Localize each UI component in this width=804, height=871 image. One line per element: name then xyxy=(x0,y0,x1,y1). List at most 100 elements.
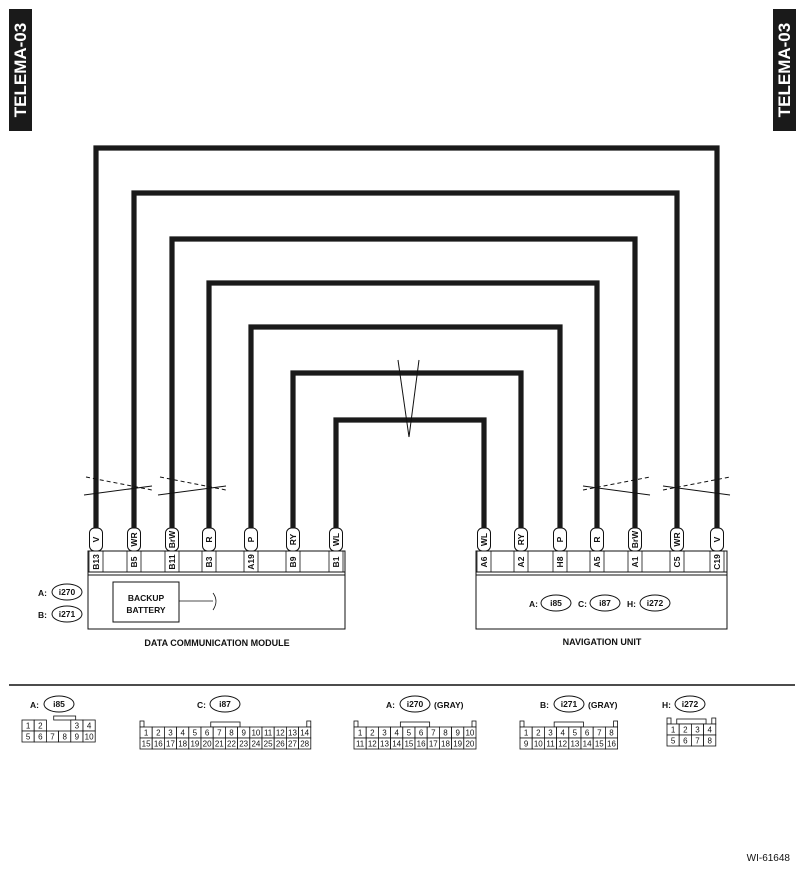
connector-pin-cell: 14 xyxy=(392,740,401,749)
connector-view-letter: H: xyxy=(662,700,671,710)
wire-color-text: WL xyxy=(479,533,489,546)
backup-battery-line1: BACKUP xyxy=(128,593,165,603)
connector-pin-cell: 11 xyxy=(356,740,365,749)
connector-pin-cell: 5 xyxy=(573,729,578,738)
connector-pin-cell: 6 xyxy=(205,729,210,738)
connector-pin-cell: 4 xyxy=(87,722,92,731)
connector-pin-cell: 3 xyxy=(695,726,700,735)
connector-pin-cell: 2 xyxy=(683,726,688,735)
connector-pin-cell: 13 xyxy=(570,740,579,749)
right-connector-letter: H: xyxy=(627,599,636,609)
connector-pin-cell: 6 xyxy=(585,729,590,738)
pin-label: C5 xyxy=(669,551,685,572)
connector-pin-cell: 17 xyxy=(429,740,438,749)
connector-view-letter: C: xyxy=(197,700,206,710)
connector-pin-cell: 7 xyxy=(695,737,700,746)
right-module-title: NAVIGATION UNIT xyxy=(563,637,642,647)
pin-number-text: A19 xyxy=(246,554,256,570)
connector-pin-cell: 8 xyxy=(229,729,234,738)
connector-pin-cell: 12 xyxy=(368,740,377,749)
pin-label: H8 xyxy=(552,551,568,572)
connector-pin-cell: 20 xyxy=(465,740,474,749)
connector-pin-cell: 8 xyxy=(707,737,712,746)
pin-label: B5 xyxy=(126,551,142,572)
connector-pin-cell: 4 xyxy=(394,729,399,738)
connector-view-id: i85 xyxy=(53,699,65,709)
page-code-right: TELEMA-03 xyxy=(775,23,794,117)
left-connector-letter: A: xyxy=(38,588,47,598)
connector-view-letter: A: xyxy=(30,700,39,710)
connector-pin-cell: 22 xyxy=(227,740,236,749)
right-connector-letter: C: xyxy=(578,599,587,609)
connector-pin-cell: 23 xyxy=(239,740,248,749)
wire-color-label: P xyxy=(553,527,567,552)
connector-pin-cell: 25 xyxy=(264,740,273,749)
connector-pin-cell: 28 xyxy=(300,740,309,749)
connector-pin-cell: 11 xyxy=(546,740,555,749)
wire-color-label: WR xyxy=(670,527,684,552)
wire-wr xyxy=(131,190,680,528)
wire-color-text: RY xyxy=(516,533,526,545)
backup-battery-line2: BATTERY xyxy=(126,605,166,615)
connector-pin-cell: 18 xyxy=(441,740,450,749)
connector-pin-cell: 2 xyxy=(370,729,375,738)
connector-pin-cell: 15 xyxy=(142,740,151,749)
wire-color-text: WR xyxy=(129,532,139,546)
connector-pin-cell: 4 xyxy=(707,726,712,735)
connector-pin-cell: 2 xyxy=(38,722,43,731)
pin-number-text: B11 xyxy=(167,554,177,569)
connector-pin-cell: 26 xyxy=(276,740,285,749)
wire-color-text: V xyxy=(91,536,101,542)
pin-number-text: C5 xyxy=(672,556,682,567)
connector-pin-cell: 1 xyxy=(524,729,529,738)
connector-pin-cell: 17 xyxy=(166,740,175,749)
connector-pin-cell: 7 xyxy=(597,729,602,738)
connector-pin-cell: 3 xyxy=(168,729,173,738)
wire-color-label: WL xyxy=(329,527,343,552)
connector-pin-cell: 7 xyxy=(217,729,222,738)
connector-pin-cell: 6 xyxy=(38,733,43,742)
connector-pin-cell: 2 xyxy=(536,729,541,738)
pin-number-text: A2 xyxy=(516,556,526,567)
pin-number-text: A5 xyxy=(592,556,602,567)
page-tab-left: TELEMA-03 xyxy=(9,9,32,131)
connector-pin-cell: 5 xyxy=(407,729,412,738)
connector-view-note: (GRAY) xyxy=(588,700,618,710)
connector-pin-cell: 9 xyxy=(455,729,460,738)
connector-pin-cell: 4 xyxy=(180,729,185,738)
right-connector-id: i272 xyxy=(647,598,664,608)
connector-pin-cell: 12 xyxy=(558,740,567,749)
connector-pin-cell: 1 xyxy=(144,729,149,738)
wire-color-label: WL xyxy=(477,527,491,552)
connector-pin-cell: 8 xyxy=(62,733,67,742)
pin-number-text: B3 xyxy=(204,556,214,567)
connector-pin-cell: 8 xyxy=(609,729,614,738)
left-module-title: DATA COMMUNICATION MODULE xyxy=(144,638,289,648)
connector-view-id: i272 xyxy=(682,699,699,709)
pin-label: A6 xyxy=(476,551,492,572)
pin-number-text: H8 xyxy=(555,556,565,567)
connector-pin-cell: 19 xyxy=(453,740,462,749)
wire-color-label: V xyxy=(89,527,103,552)
pin-label: B1 xyxy=(328,551,344,572)
wire-color-text: BrW xyxy=(167,530,177,548)
wire-color-label: R xyxy=(590,527,604,552)
connector-view-id: i271 xyxy=(561,699,578,709)
connector-pin-cell: 16 xyxy=(607,740,616,749)
connector-pin-cell: 6 xyxy=(683,737,688,746)
connector-view-note: (GRAY) xyxy=(434,700,464,710)
page-code-left: TELEMA-03 xyxy=(11,23,30,117)
connector-pin-cell: 4 xyxy=(560,729,565,738)
pin-label: B3 xyxy=(201,551,217,572)
connector-pin-cell: 9 xyxy=(524,740,529,749)
connector-pin-cell: 19 xyxy=(190,740,199,749)
left-connector-callouts: A: i270 B: i271 xyxy=(38,583,83,623)
connector-view-id: i270 xyxy=(407,699,424,709)
connector-pin-cell: 5 xyxy=(671,737,676,746)
wire-r xyxy=(206,280,600,528)
wire-color-text: R xyxy=(592,536,602,542)
figure-id: WI-61648 xyxy=(747,853,791,864)
